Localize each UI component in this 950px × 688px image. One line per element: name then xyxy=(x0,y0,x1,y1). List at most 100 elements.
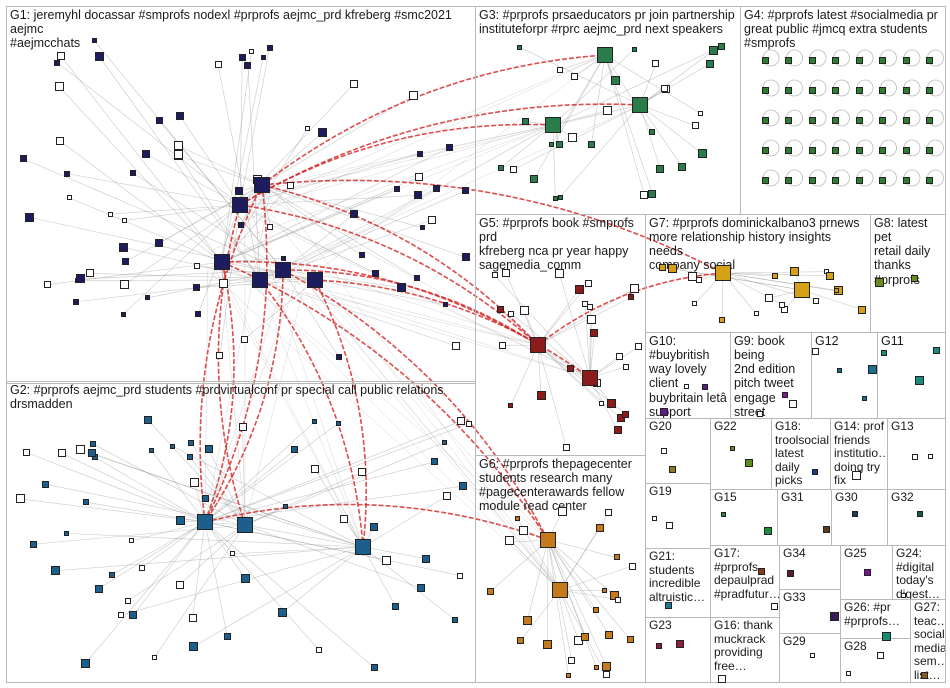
network-node xyxy=(902,146,910,154)
network-node xyxy=(23,448,31,456)
network-node xyxy=(692,122,700,130)
network-node xyxy=(176,112,185,120)
network-edge xyxy=(76,279,261,303)
network-node xyxy=(781,392,788,399)
network-node xyxy=(753,311,759,317)
network-edge xyxy=(220,258,246,526)
network-edge xyxy=(204,521,375,669)
network-node xyxy=(94,52,104,62)
network-node xyxy=(832,176,839,184)
network-node xyxy=(910,274,918,282)
network-node xyxy=(145,295,151,301)
network-edge xyxy=(490,539,549,592)
hub-node xyxy=(794,282,810,298)
group-label-g21: G21: students incredible altruistic… xyxy=(649,549,706,604)
network-edge xyxy=(259,279,456,347)
network-node xyxy=(763,527,772,536)
network-node xyxy=(879,56,886,64)
network-node xyxy=(194,310,201,317)
hub-node xyxy=(552,582,568,598)
network-edge xyxy=(66,533,364,548)
network-node xyxy=(88,449,97,458)
network-edge xyxy=(500,124,554,168)
network-node xyxy=(508,310,515,317)
group-label-g33: G33 xyxy=(783,590,806,604)
network-node xyxy=(189,641,199,651)
network-node xyxy=(879,176,886,184)
network-edge xyxy=(94,456,206,523)
network-edge xyxy=(547,539,631,640)
group-label-g24: G24: #digital today's digest… xyxy=(896,546,941,600)
network-node xyxy=(305,125,311,131)
network-node xyxy=(916,510,923,517)
network-node xyxy=(822,525,830,533)
network-edge xyxy=(110,204,241,215)
network-node xyxy=(622,410,630,418)
hub-node xyxy=(237,517,253,533)
network-edge xyxy=(178,154,261,281)
network-node xyxy=(223,632,231,640)
network-node xyxy=(75,274,85,284)
network-edge xyxy=(204,461,435,523)
network-node xyxy=(615,596,622,603)
network-edge xyxy=(272,186,561,591)
network-node xyxy=(697,149,707,159)
network-node xyxy=(543,640,552,650)
network-node xyxy=(55,136,64,145)
network-node xyxy=(790,267,799,277)
network-node xyxy=(277,608,287,618)
network-node xyxy=(414,173,423,182)
group-box-g30: G30 xyxy=(831,489,888,546)
network-edge xyxy=(722,271,827,274)
network-node xyxy=(855,176,863,184)
network-node xyxy=(659,263,667,271)
network-node xyxy=(628,562,636,570)
network-node xyxy=(771,602,778,610)
network-edge xyxy=(244,292,303,526)
group-box-g22: G22 xyxy=(710,418,772,490)
network-node xyxy=(698,111,704,117)
network-node xyxy=(855,116,863,124)
network-edge xyxy=(639,63,710,106)
network-node xyxy=(235,187,244,196)
network-edge xyxy=(589,346,639,379)
network-node xyxy=(926,146,933,154)
network-edge xyxy=(86,501,206,523)
network-edge xyxy=(559,528,600,591)
network-node xyxy=(660,85,668,93)
network-node xyxy=(880,350,887,357)
network-edge xyxy=(145,153,241,206)
network-edge xyxy=(300,275,561,591)
network-node xyxy=(529,175,538,184)
network-node xyxy=(590,329,599,337)
network-node xyxy=(457,572,464,579)
network-node xyxy=(267,224,274,231)
network-edge xyxy=(99,56,261,281)
network-edge xyxy=(248,184,561,591)
cross-group-edge xyxy=(221,260,539,346)
network-node xyxy=(585,279,593,287)
network-node xyxy=(50,566,60,576)
network-node xyxy=(54,59,61,66)
network-node xyxy=(238,423,247,432)
network-edge xyxy=(204,423,339,523)
network-edge xyxy=(221,273,364,548)
network-edge xyxy=(639,50,714,106)
network-node xyxy=(902,116,910,124)
group-label-g2: G2: #prprofs aejmc_prd students #prdvirt… xyxy=(10,383,444,412)
network-edge xyxy=(127,524,246,601)
network-node xyxy=(581,632,590,641)
network-edge xyxy=(287,270,561,591)
group-label-g20: G20 xyxy=(649,419,672,433)
network-edge xyxy=(604,54,702,115)
network-node xyxy=(864,569,872,577)
network-node xyxy=(141,149,150,158)
network-edge xyxy=(547,539,597,611)
cross-group-edge xyxy=(204,184,268,523)
network-node xyxy=(266,44,273,51)
network-node xyxy=(42,480,50,488)
network-edge xyxy=(311,288,591,379)
group-label-g19: G19 xyxy=(649,484,672,498)
network-edge xyxy=(306,267,539,346)
network-node xyxy=(720,512,726,518)
